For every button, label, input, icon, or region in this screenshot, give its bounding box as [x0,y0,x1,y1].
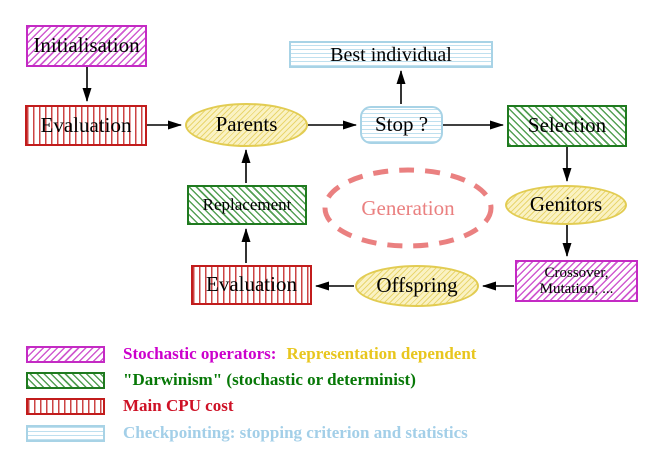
node-offspring: Offspring [355,265,479,307]
node-genitors: Genitors [505,185,627,225]
best-individual-label: Best individual [330,43,452,66]
node-crossover-mutation: Crossover, Mutation, ... [515,260,638,302]
legend-swatch-green-hatch [26,371,105,389]
selection-label: Selection [527,113,607,138]
node-stop: Stop ? [360,106,443,144]
initialisation-label: Initialisation [33,33,140,58]
legend-swatch-cyan-stripe [26,424,105,442]
legend-swatch-red-stripe [26,397,105,415]
legend-row-darwinism: "Darwinism" (stochastic or determinist) [26,370,416,389]
node-evaluation-top: Evaluation [25,105,147,146]
genitors-label: Genitors [529,192,603,217]
legend-row-checkpointing: Checkpointing: stopping criterion and st… [26,423,468,442]
legend-stochastic-extra-label: Representation dependent [286,344,477,363]
node-replacement: Replacement [187,185,307,225]
legend-cpu-label: Main CPU cost [123,396,234,415]
crossover-label-line2: Mutation, ... [539,281,614,297]
parents-label: Parents [215,112,278,137]
legend-darwinism-label: "Darwinism" (stochastic or determinist) [123,370,416,389]
crossover-label-line1: Crossover, [544,264,609,281]
evaluation-top-label: Evaluation [40,112,132,137]
node-best-individual: Best individual [289,41,493,68]
stop-label: Stop ? [374,112,429,137]
offspring-label: Offspring [376,273,458,298]
legend-checkpointing-label: Checkpointing: stopping criterion and st… [123,423,468,442]
node-selection: Selection [507,105,627,147]
legend-row-cpu: Main CPU cost [26,396,234,415]
legend-row-stochastic: Stochastic operators: Representation dep… [26,344,477,363]
generation-label: Generation [361,195,455,220]
legend-swatch-magenta-hatch [26,345,105,363]
evaluation-bottom-label: Evaluation [206,272,297,297]
legend-stochastic-label: Stochastic operators: [123,344,277,363]
node-parents: Parents [185,103,308,147]
node-evaluation-bottom: Evaluation [191,265,312,305]
node-initialisation: Initialisation [26,25,147,67]
replacement-label: Replacement [202,194,292,214]
